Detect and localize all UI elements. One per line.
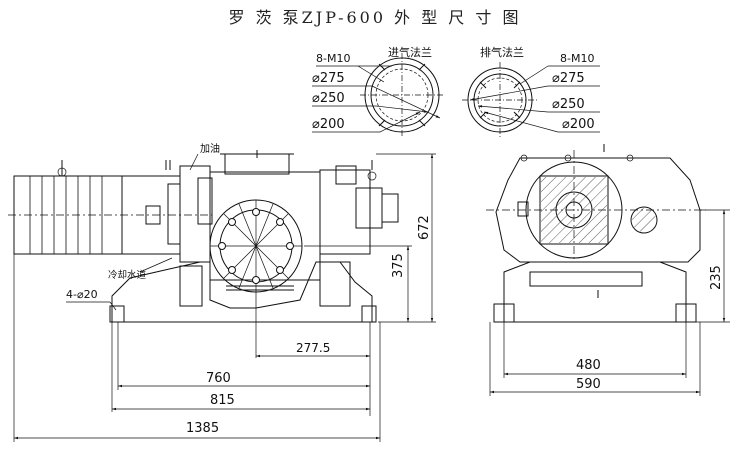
- inlet-flange: 进气法兰 8-M10 ⌀275 ⌀250 ⌀200: [312, 45, 444, 137]
- outlet-flange-label: 排气法兰: [480, 45, 524, 59]
- dim-base-760: 760: [206, 371, 231, 386]
- inlet-d3-label: ⌀200: [312, 117, 345, 132]
- outlet-d1-label: ⌀275: [552, 71, 585, 86]
- outlet-d3-label: ⌀200: [562, 117, 595, 132]
- front-view: 加油 冷却水道 4-⌀20 672 375 277.5 760 815 1385: [8, 142, 436, 442]
- dim-offset-277: 277.5: [296, 341, 330, 355]
- dim-height-375: 375: [391, 253, 406, 278]
- inlet-d1-label: ⌀275: [312, 71, 345, 86]
- inlet-d2-label: ⌀250: [312, 91, 345, 106]
- dim-total-1385: 1385: [186, 421, 219, 436]
- outlet-d2-label: ⌀250: [552, 97, 585, 112]
- side-view: 235 480 590: [486, 144, 730, 396]
- oil-fill-label: 加油: [200, 142, 220, 155]
- inlet-flange-label: 进气法兰: [388, 45, 432, 59]
- outlet-flange: 排气法兰 8-M10 ⌀275 ⌀250 ⌀200: [462, 45, 600, 138]
- mounting-holes-label: 4-⌀20: [66, 288, 98, 301]
- inlet-bolts-label: 8-M10: [316, 52, 350, 65]
- dim-side-480: 480: [576, 358, 601, 373]
- dim-side-235: 235: [709, 265, 724, 290]
- dim-base-815: 815: [210, 393, 235, 408]
- dim-height-672: 672: [417, 215, 432, 240]
- outlet-bolts-label: 8-M10: [560, 52, 594, 65]
- dim-side-590: 590: [576, 377, 601, 392]
- cooling-water-label: 冷却水道: [108, 269, 147, 281]
- drawing-title: 罗 茨 泵ZJP-600 外 型 尺 寸 图: [228, 8, 522, 27]
